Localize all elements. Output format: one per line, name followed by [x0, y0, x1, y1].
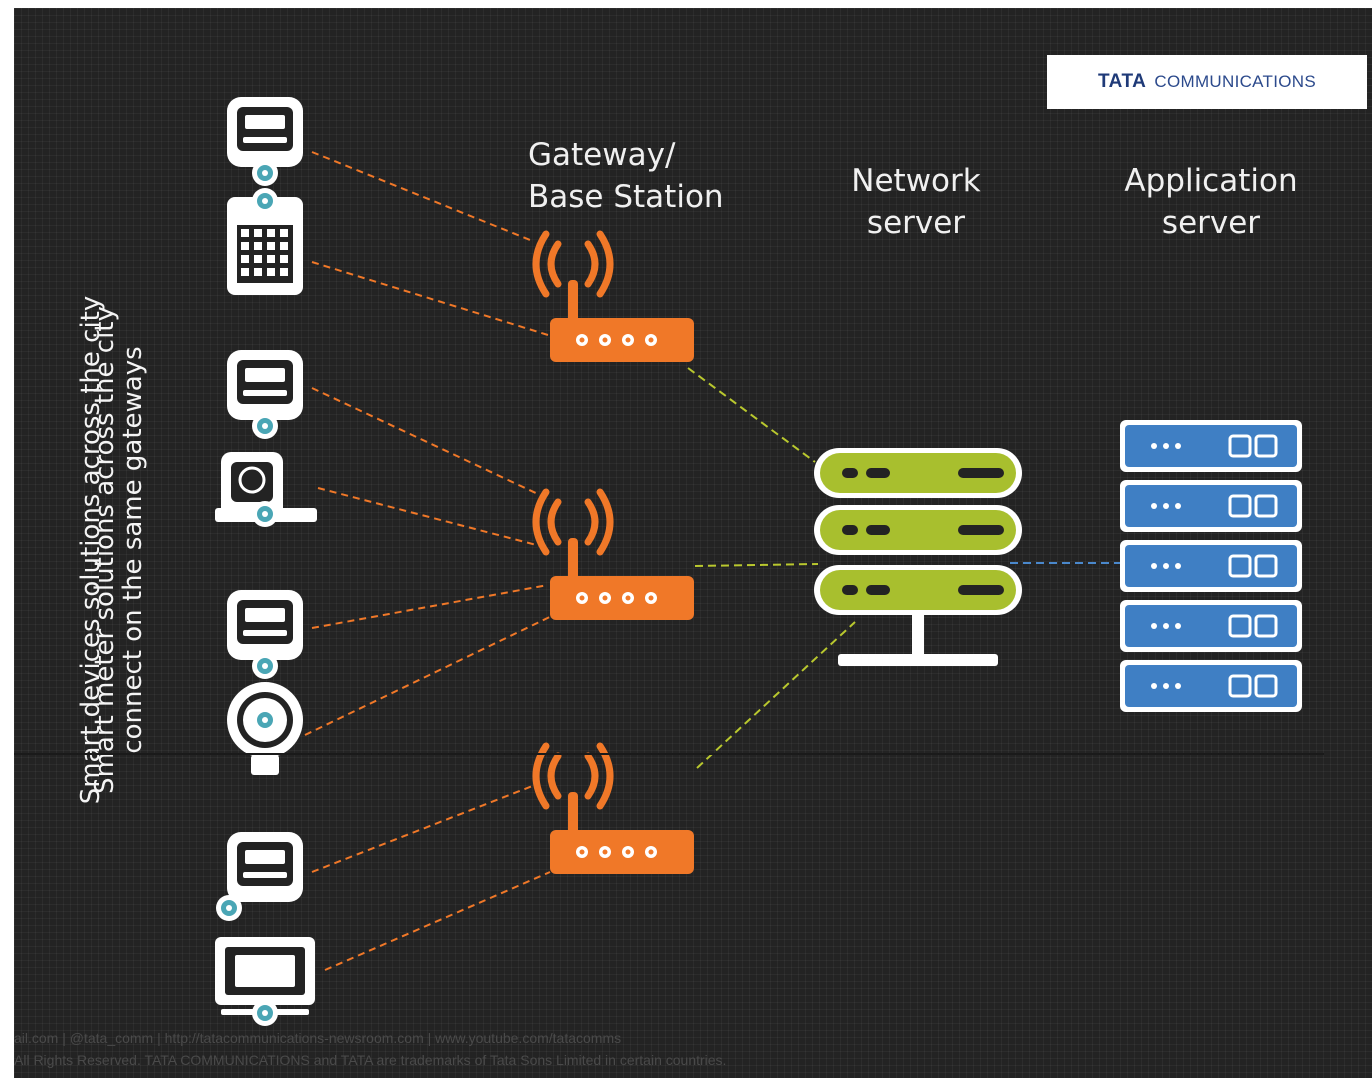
- device-link-line: [304, 611, 561, 736]
- smart-light-bulb-icon: [227, 682, 303, 775]
- application-server-label: Application server: [1110, 160, 1312, 244]
- device-link-line: [311, 261, 549, 336]
- gateway-router-icon: [532, 742, 694, 874]
- gateway-router-icon: [532, 488, 694, 620]
- application-server-label-line2: server: [1161, 205, 1261, 241]
- device-column: [215, 97, 317, 1026]
- smart-water-meter-icon: [227, 590, 303, 679]
- network-server-label-line1: Network: [851, 163, 981, 199]
- footer-trademark: All Rights Reserved. TATA COMMUNICATIONS…: [14, 1052, 727, 1068]
- side-caption-line-c: connect on the same gateways: [118, 346, 148, 754]
- device-link-line: [324, 871, 551, 971]
- smart-building-icon: [227, 188, 303, 295]
- device-link-line: [311, 784, 536, 873]
- device-link-line: [311, 387, 541, 496]
- device-link-line: [317, 487, 549, 549]
- application-server-unit: [1120, 540, 1302, 592]
- application-server-unit: [1120, 480, 1302, 532]
- footer-social-links: ail.com | @tata_comm | http://tatacommun…: [14, 1030, 622, 1046]
- gateway-link-line: [694, 563, 819, 567]
- smart-calendar-icon: [216, 832, 303, 921]
- tata-communications-logo: TATA COMMUNICATIONS: [1047, 55, 1367, 109]
- footer-divider: [14, 753, 1324, 755]
- smart-parking-icon: [227, 350, 303, 439]
- smart-meter-icon: [227, 97, 303, 186]
- gateway-label-line1: Gateway/: [528, 137, 676, 173]
- device-link-line: [311, 584, 549, 629]
- network-server-icon: [814, 448, 1022, 666]
- network-server-label: Network server: [845, 160, 987, 244]
- logo-text: COMMUNICATIONS: [1154, 72, 1317, 91]
- gateway-router-icon: [532, 230, 694, 362]
- gateway-label: Gateway/ Base Station: [528, 134, 724, 218]
- network-server-body: [814, 448, 1022, 666]
- application-server-unit: [1120, 420, 1302, 472]
- side-caption-line-b: Smart meter solutions across the city: [90, 306, 120, 794]
- device-link-line: [311, 151, 531, 241]
- application-server-unit: [1120, 600, 1302, 652]
- gateway-link-line: [696, 621, 856, 769]
- smart-display-icon: [215, 937, 315, 1026]
- logo-brand: TATA: [1097, 71, 1147, 92]
- smart-waste-bin-icon: [215, 452, 317, 527]
- application-server-icon: [1120, 420, 1302, 712]
- application-server-unit: [1120, 660, 1302, 712]
- network-server-label-line2: server: [866, 205, 966, 241]
- gateway-column: [532, 230, 694, 874]
- gateway-link-line: [687, 367, 816, 463]
- gateway-label-line2: Base Station: [528, 179, 724, 215]
- application-server-label-line1: Application: [1124, 163, 1298, 199]
- connection-lines: [304, 151, 1120, 971]
